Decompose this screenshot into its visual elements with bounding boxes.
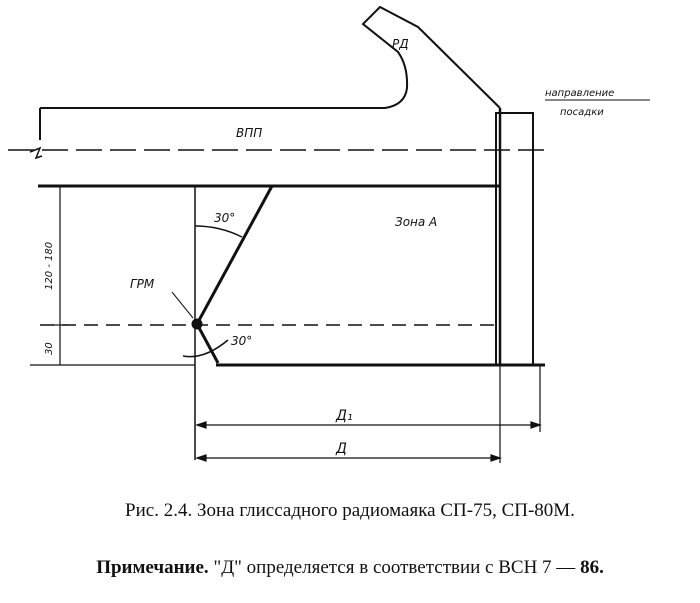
- taxiway-rd: [40, 5, 501, 109]
- angle-bottom-label: 30°: [231, 334, 252, 348]
- runway-vpp: [8, 108, 545, 188]
- angle-top-label: 30°: [214, 211, 235, 225]
- dim-vertical-bottom-label: 30: [44, 342, 55, 355]
- note-text: "Д" определяется в соответствии с ВСН 7 …: [208, 557, 581, 578]
- figure-note: Примечание. "Д" определяется в соответст…: [0, 557, 700, 579]
- note-heading: Примечание.: [96, 557, 209, 578]
- note-number: 86.: [580, 557, 604, 578]
- rd-label: РД: [392, 37, 409, 51]
- zone-a-outline: [194, 108, 545, 460]
- direction-label-line1: направление: [545, 88, 614, 99]
- horizontal-dimensions: [195, 365, 542, 463]
- grm-label: ГРМ: [130, 277, 155, 291]
- dim-d-label: Д: [335, 441, 347, 457]
- beacon-grm: [40, 185, 500, 364]
- vpp-label: ВПП: [236, 126, 262, 140]
- dim-vertical-top-label: 120 - 180: [44, 242, 55, 290]
- figure-caption-text: Рис. 2.4. Зона глиссадного радиомаяка СП…: [125, 500, 575, 521]
- vertical-dimensions: [30, 185, 195, 366]
- direction-of-landing: направление посадки: [545, 88, 650, 118]
- zone-a-label: Зона А: [395, 215, 437, 229]
- dim-d1-label: Д₁: [335, 408, 353, 424]
- beacon-dot: [191, 318, 203, 330]
- glide-slope-zone-diagram: РД ВПП Зона А направление посадки: [8, 5, 650, 463]
- figure-caption: Рис. 2.4. Зона глиссадного радиомаяка СП…: [0, 500, 700, 522]
- direction-label-line2: посадки: [560, 107, 604, 118]
